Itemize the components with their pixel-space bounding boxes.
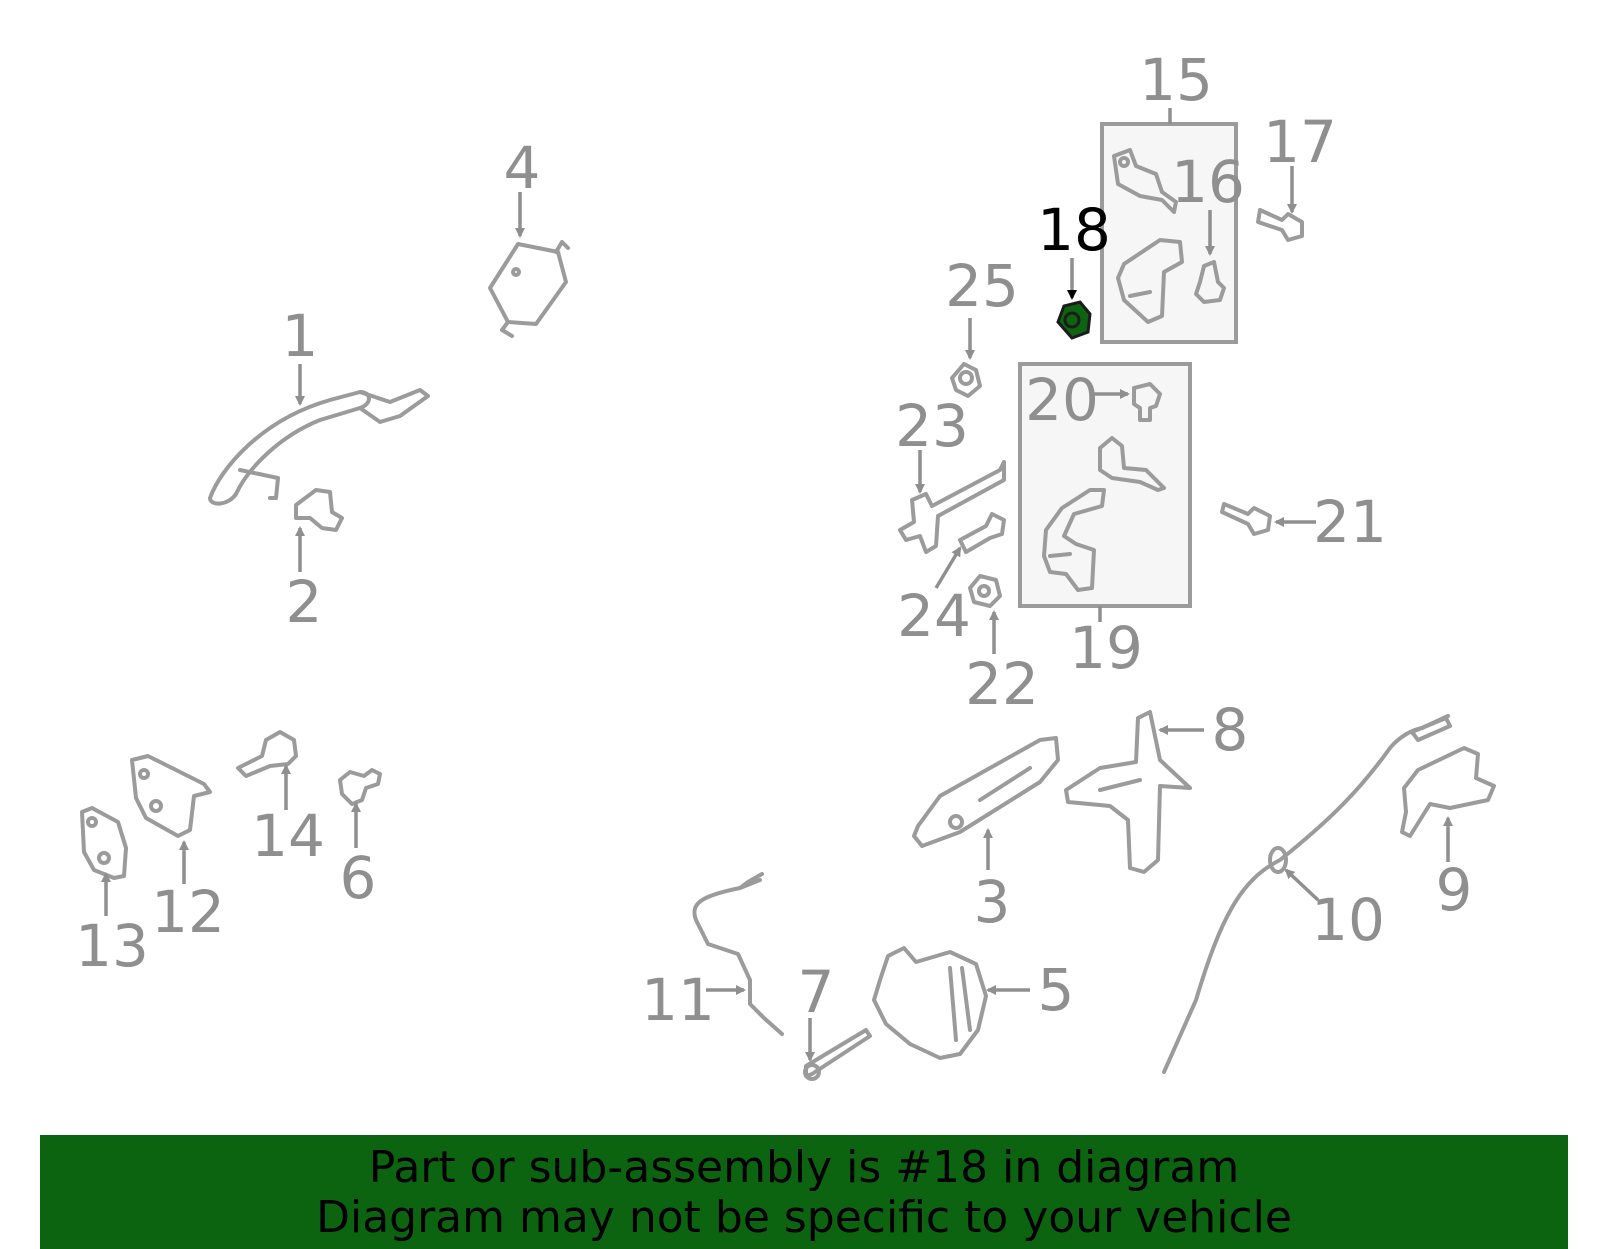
callout-23: 23 bbox=[895, 392, 969, 460]
part-10-cable[interactable] bbox=[1162, 714, 1452, 1074]
callout-9: 9 bbox=[1436, 856, 1473, 924]
parts-diagram: 1 2 3 4 5 6 7 8 9 10 11 12 13 14 15 16 1… bbox=[75, 46, 1496, 1081]
banner-disclaimer-line: Diagram may not be specific to your vehi… bbox=[316, 1192, 1292, 1243]
part-6-clip[interactable] bbox=[338, 768, 382, 806]
part-25-nut[interactable] bbox=[950, 362, 982, 398]
part-19-lower-hinge[interactable] bbox=[1042, 436, 1166, 592]
callout-4: 4 bbox=[504, 134, 541, 202]
part-5-latch[interactable] bbox=[872, 946, 988, 1060]
callout-8: 8 bbox=[1212, 696, 1249, 764]
part-20-bolt[interactable] bbox=[1132, 382, 1162, 422]
part-12-bracket[interactable] bbox=[130, 754, 212, 838]
callout-1: 1 bbox=[282, 302, 319, 370]
part-18-nut-highlighted[interactable] bbox=[1056, 300, 1092, 340]
info-banner: Part or sub-assembly is #18 in diagram D… bbox=[40, 1135, 1568, 1249]
callout-11: 11 bbox=[641, 966, 715, 1034]
callout-16: 16 bbox=[1171, 148, 1245, 216]
callout-14: 14 bbox=[251, 802, 325, 870]
part-16-bolt[interactable] bbox=[1194, 260, 1226, 304]
callout-24: 24 bbox=[897, 582, 971, 650]
part-7-screw[interactable] bbox=[803, 1028, 872, 1081]
part-14-fastener[interactable] bbox=[236, 730, 298, 778]
part-8-bracket[interactable] bbox=[1064, 710, 1192, 874]
callout-6: 6 bbox=[340, 844, 377, 912]
callout-22: 22 bbox=[965, 650, 1039, 718]
callout-15: 15 bbox=[1139, 46, 1213, 114]
callout-3: 3 bbox=[974, 868, 1011, 936]
callout-20: 20 bbox=[1025, 366, 1099, 434]
part-17-bolt[interactable] bbox=[1256, 208, 1304, 242]
part-4-lock-cylinder[interactable] bbox=[488, 240, 570, 338]
part-13-pad[interactable] bbox=[80, 806, 128, 880]
callout-12: 12 bbox=[151, 878, 225, 946]
part-1-outer-handle[interactable] bbox=[208, 388, 430, 506]
callout-25: 25 bbox=[945, 252, 1019, 320]
part-24-bolt[interactable] bbox=[958, 512, 1006, 554]
part-9-lock-bracket[interactable] bbox=[1400, 746, 1496, 838]
callout-19: 19 bbox=[1069, 614, 1143, 682]
banner-part-line: Part or sub-assembly is #18 in diagram bbox=[368, 1142, 1240, 1193]
callout-5: 5 bbox=[1038, 956, 1075, 1024]
assembly-box-15 bbox=[1100, 122, 1238, 344]
part-22-nut[interactable] bbox=[968, 574, 1002, 608]
callout-17: 17 bbox=[1263, 108, 1337, 176]
part-21-bolt[interactable] bbox=[1220, 502, 1272, 536]
callout-10: 10 bbox=[1311, 886, 1385, 954]
callout-21: 21 bbox=[1313, 488, 1387, 556]
part-2-handle-cap[interactable] bbox=[294, 488, 344, 532]
part-23-door-check[interactable] bbox=[898, 460, 1006, 554]
callout-13: 13 bbox=[75, 912, 149, 980]
part-11-rod[interactable] bbox=[692, 872, 784, 1036]
part-15-upper-hinge[interactable] bbox=[1112, 148, 1184, 324]
part-3-handle-bracket[interactable] bbox=[912, 736, 1060, 848]
callout-18: 18 bbox=[1037, 196, 1111, 264]
callout-7: 7 bbox=[798, 958, 835, 1026]
callout-2: 2 bbox=[286, 568, 323, 636]
